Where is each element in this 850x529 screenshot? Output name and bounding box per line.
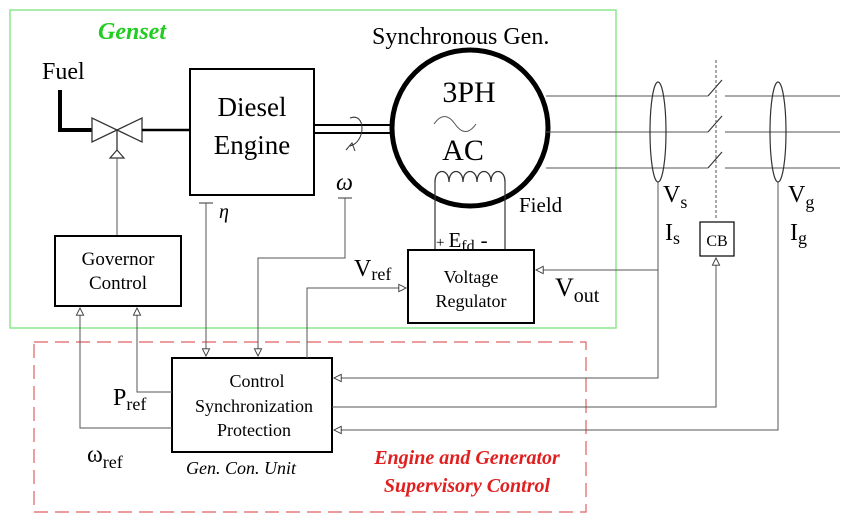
vout-label: Vout (555, 273, 600, 307)
ac-wave-icon (433, 116, 477, 132)
omega-label: ω (336, 170, 353, 196)
efd-label: +Efd- (436, 228, 488, 255)
sync-gen-label: Synchronous Gen. (372, 24, 549, 50)
diesel-label: Diesel (218, 92, 287, 122)
pref-label: Pref (113, 385, 146, 414)
signal-lines (80, 182, 779, 430)
vs-label: Vs (663, 182, 687, 212)
gen-3ph-label: 3PH (442, 76, 495, 109)
cb-box (699, 221, 735, 257)
supervisory-title-1: Engine and Generator (373, 447, 560, 469)
is-label: Is (665, 220, 680, 248)
ctrl-label-1: Control (229, 371, 284, 391)
vref-label: Vref (354, 256, 391, 284)
gcu-label: Gen. Con. Unit (186, 458, 297, 478)
governor-label-2: Control (89, 273, 147, 294)
three-phase-bus (546, 95, 840, 169)
ctrl-label-3: Protection (217, 420, 291, 440)
genset-boundary (9, 9, 617, 329)
vg-label: Vg (788, 182, 814, 212)
gen-ac-label: AC (442, 134, 484, 167)
vr-label-1: Voltage (444, 267, 499, 287)
rotation-arrow (349, 116, 363, 147)
engine-label: Engine (214, 130, 290, 160)
fuel-line (58, 90, 92, 132)
voltage-regulator-box (407, 249, 535, 324)
fuel-valve (91, 116, 143, 159)
vr-label-2: Regulator (436, 291, 507, 311)
governor-control-box (54, 235, 182, 307)
ig-label: Ig (790, 220, 807, 248)
control-sync-protection-box (171, 357, 333, 453)
supervisory-title-2: Supervisory Control (384, 475, 551, 497)
genset-title: Genset (98, 19, 167, 45)
fuel-label: Fuel (42, 59, 85, 85)
diesel-engine-box (189, 68, 315, 196)
field-label: Field (519, 193, 563, 217)
ctrl-label-2: Synchronization (195, 396, 313, 416)
supervisory-boundary (33, 341, 587, 513)
governor-label-1: Governor (82, 249, 155, 270)
shaft (314, 124, 392, 134)
omegaref-label: ωref (87, 442, 123, 472)
rotation-arrow-head (345, 142, 356, 152)
generator-circle (389, 47, 551, 209)
cb-label: CB (706, 233, 727, 250)
field-coil-icon (434, 170, 506, 183)
eta-label: η (219, 201, 229, 223)
circuit-breaker-contacts (707, 79, 723, 169)
